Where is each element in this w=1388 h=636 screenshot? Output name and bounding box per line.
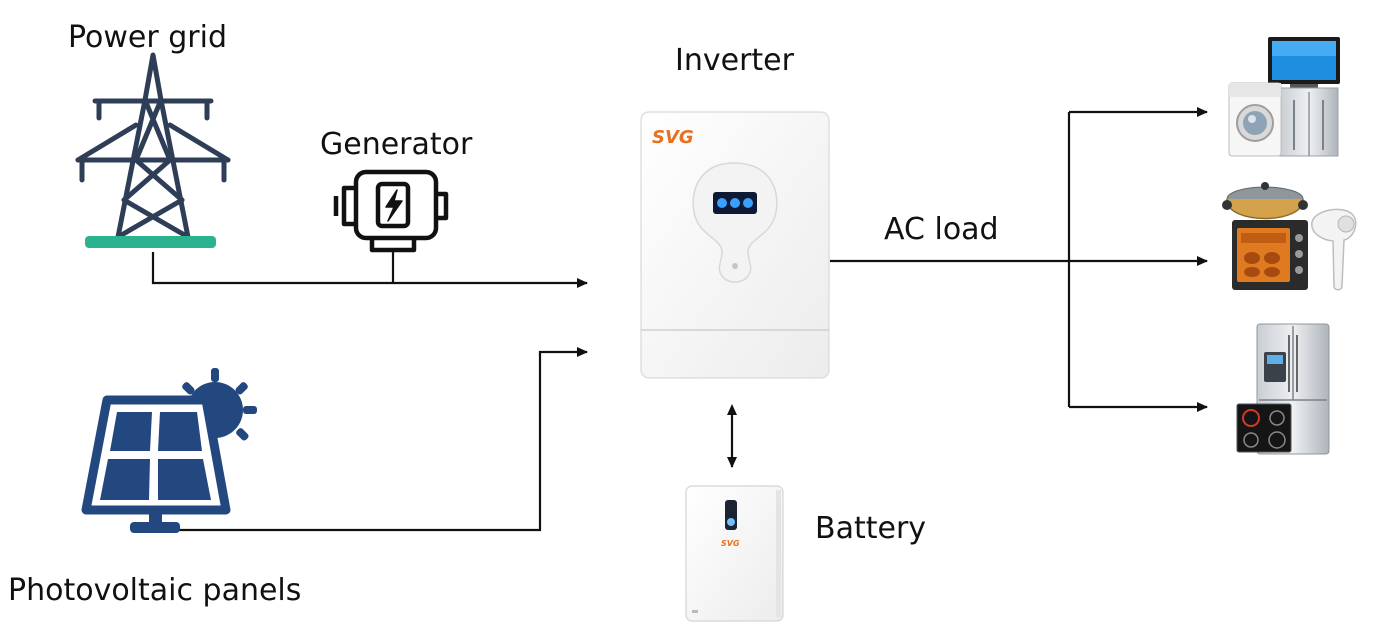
pv-to-inverter-line — [170, 347, 588, 532]
transmission-tower-icon — [75, 52, 231, 240]
power-grid-label: Power grid — [68, 20, 227, 55]
generator-icon — [333, 169, 449, 253]
inverter-brand-logo: SVG — [652, 127, 694, 148]
ac-load-label: AC load — [884, 212, 999, 247]
connection-lines — [151, 107, 1208, 532]
generator-label: Generator — [320, 127, 473, 162]
inverter-device: SVG — [640, 111, 830, 379]
battery-brand-logo: SVG — [721, 539, 740, 548]
grid-to-inverter-line — [151, 252, 588, 288]
inverter-knob — [732, 263, 738, 269]
inverter-label: Inverter — [675, 43, 795, 78]
battery-device: SVG — [685, 485, 784, 622]
solar-panel-icon — [81, 368, 257, 533]
battery-label: Battery — [815, 511, 926, 546]
oven-pot-hairdryer-image — [1222, 182, 1357, 291]
photovoltaic-label: Photovoltaic panels — [8, 573, 301, 608]
refrigerator-cooktop-image — [1236, 323, 1330, 455]
grid-base-bar — [85, 236, 216, 248]
washer-tv-fridge-image — [1228, 37, 1340, 157]
